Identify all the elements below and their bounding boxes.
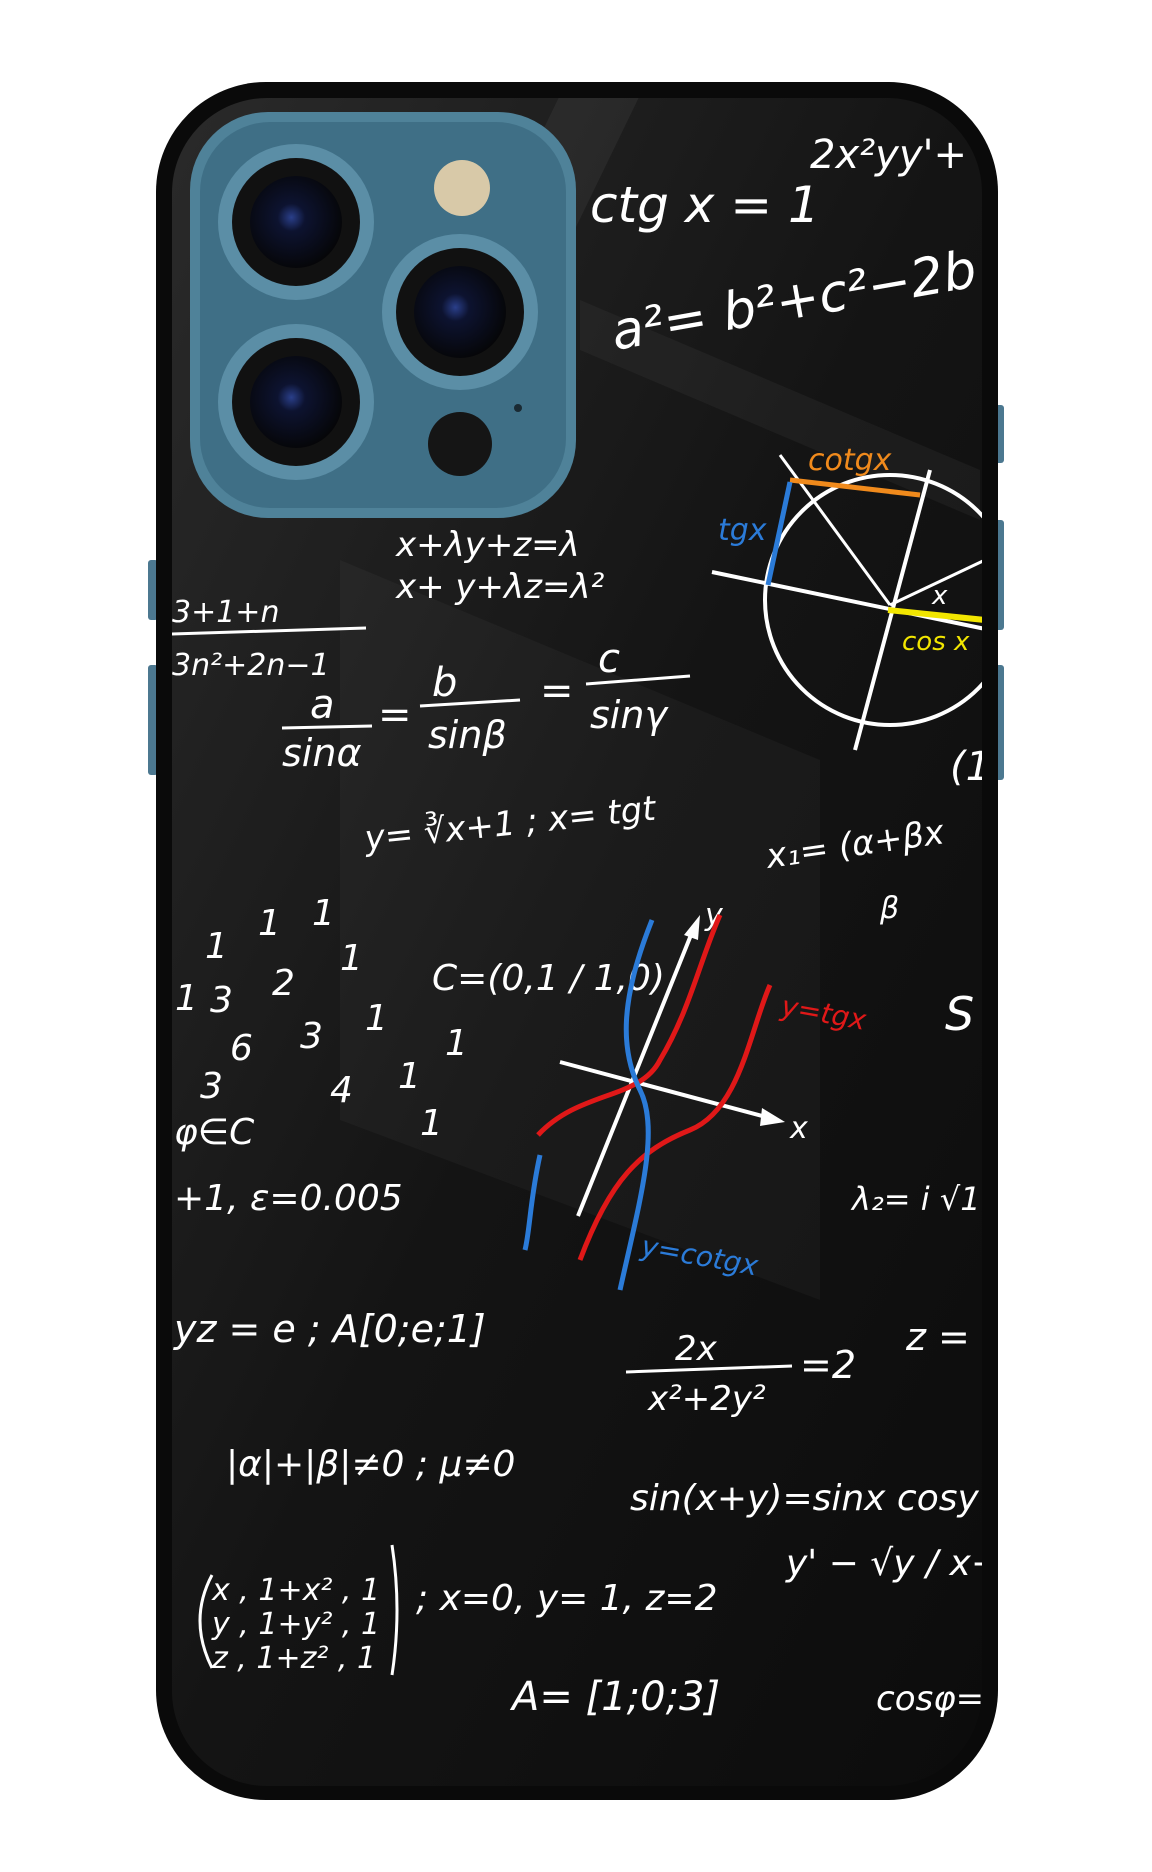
number: 1 (312, 893, 335, 934)
formula: sinα (282, 731, 362, 775)
formula: = (540, 668, 574, 714)
formula: sin(x+y)=sinx cosy (630, 1478, 979, 1519)
number: 4 (330, 1070, 353, 1111)
camera-module (190, 112, 576, 518)
formula: +1, ε=0.005 (174, 1178, 403, 1219)
formula: x+ y+λz=λ² (395, 567, 605, 607)
formula: z = (905, 1315, 970, 1359)
formula: =2 (800, 1343, 856, 1387)
matrix-row: z , 1+z² , 1 (211, 1641, 376, 1676)
formula: a (310, 682, 335, 728)
number: 1 (398, 1056, 421, 1097)
number: 2 (272, 963, 295, 1004)
formula: x+λy+z=λ (395, 525, 580, 565)
x-label: x (931, 581, 948, 611)
tgx-label: tgx (718, 513, 767, 548)
formula: 3+1+n (172, 595, 279, 630)
number: 3 (210, 980, 233, 1021)
formula: A= [1;0;3] (509, 1674, 720, 1720)
formula: ; x=0, y= 1, z=2 (416, 1578, 718, 1619)
number: 3 (200, 1066, 223, 1107)
matrix-c: C=(0,1 / 1,0) (432, 958, 665, 999)
formula: c (598, 636, 620, 682)
volume-button (148, 560, 158, 620)
volume-button (148, 665, 158, 775)
formula: 3n²+2n−1 (172, 648, 330, 683)
formula: (1 (950, 744, 991, 790)
number: 1 (175, 978, 198, 1019)
number: 1 (205, 926, 228, 967)
number-cluster: 1 1 1 1 2 1 3 3 1 6 3 1 4 1 1 (175, 893, 468, 1144)
formula: S (945, 987, 974, 1041)
flash-icon (434, 160, 490, 216)
formula: λ₂= i √1 (850, 1180, 981, 1218)
formula: cosφ= (876, 1679, 984, 1719)
cosx-label: cos x (902, 627, 970, 657)
matrix-row: x , 1+x² , 1 (211, 1573, 380, 1608)
formula: sinβ (428, 713, 507, 757)
formula: x²+2y² (647, 1379, 766, 1419)
camera-lens (382, 234, 538, 390)
number: 1 (445, 1023, 468, 1064)
formula: yz = e ; A[0;e;1] (173, 1307, 486, 1351)
formula: |α|+|β|≠0 ; μ≠0 (226, 1444, 515, 1485)
formula: β (879, 891, 899, 926)
number: 1 (365, 998, 388, 1039)
y-axis-label: y (704, 898, 724, 933)
microphone-hole (514, 404, 522, 412)
formula: b (432, 660, 457, 706)
formula: y' − √y / x+2 = ( (785, 1543, 1093, 1584)
formula: ctg x = 1 (590, 176, 820, 234)
number: 6 (230, 1028, 253, 1069)
camera-lens (218, 324, 374, 480)
formula: 2x (675, 1329, 718, 1369)
formula: sinγ (590, 693, 669, 737)
formula: 2x²yy'+ (810, 132, 967, 178)
lidar-sensor (428, 412, 492, 476)
unit-circle-diagram: cotgx tgx cos x x (711, 443, 982, 751)
formula: φ∈C (174, 1112, 255, 1153)
cotgx-label: cotgx (808, 443, 892, 478)
number: 1 (258, 903, 281, 944)
matrix-row: y , 1+y² , 1 (211, 1607, 380, 1642)
formula: = (378, 692, 412, 738)
x-axis-label: x (789, 1111, 808, 1146)
number: 1 (340, 938, 363, 979)
number: 3 (300, 1016, 323, 1057)
number: 1 (420, 1103, 443, 1144)
camera-lens (218, 144, 374, 300)
